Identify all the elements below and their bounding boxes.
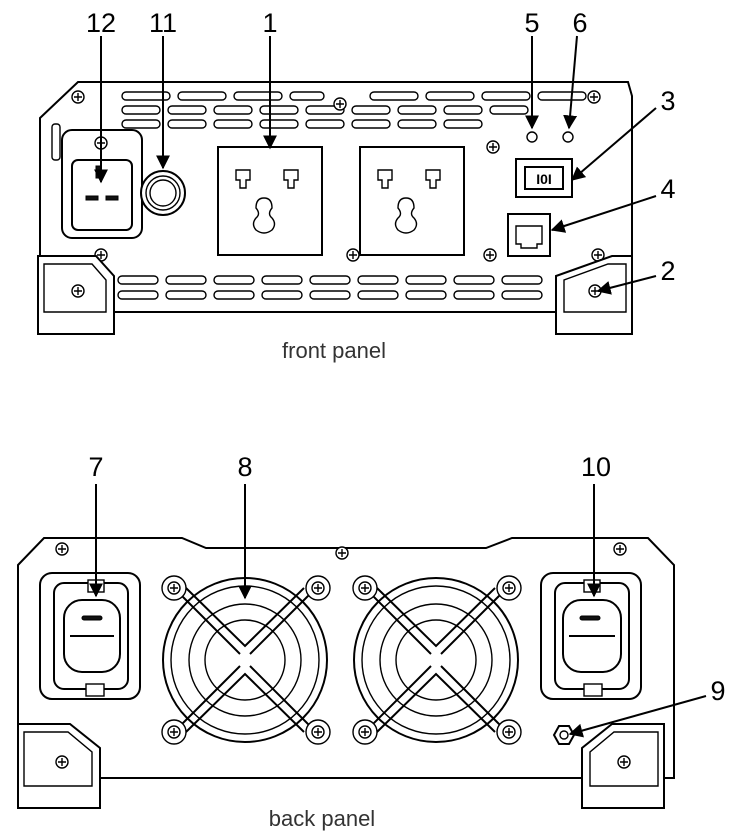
screw-icon <box>335 546 349 560</box>
mounting-foot-icon <box>581 723 665 809</box>
callout-1: 1 <box>262 8 277 38</box>
callout-6: 6 <box>572 8 587 38</box>
screw-icon <box>346 248 360 262</box>
callout-5: 5 <box>524 8 539 38</box>
callout-4: 4 <box>660 174 675 204</box>
power-switch-icon[interactable]: I0I <box>515 158 573 198</box>
screw-icon <box>71 90 85 104</box>
callout-8: 8 <box>237 452 252 482</box>
callout-7: 7 <box>88 452 103 482</box>
callout-10: 10 <box>581 452 611 482</box>
led-indicator-icon <box>526 131 538 143</box>
side-clip <box>51 123 61 161</box>
universal-outlet-icon <box>359 146 465 256</box>
dc-terminal-icon <box>540 572 642 700</box>
callout-3: 3 <box>660 86 675 116</box>
mounting-foot-icon <box>17 723 101 809</box>
front-panel-caption: front panel <box>282 338 386 363</box>
screw-icon <box>333 97 347 111</box>
screw-icon <box>587 90 601 104</box>
front-panel: I0I 12 11 <box>37 8 676 363</box>
callout-9: 9 <box>710 676 725 706</box>
dc-terminal-icon <box>39 572 141 700</box>
callout-12: 12 <box>86 8 116 38</box>
fuse-holder-icon <box>140 170 186 216</box>
front-callout-arrows <box>94 35 657 295</box>
rj45-port-icon <box>507 213 551 257</box>
vent-slots-top <box>121 91 587 129</box>
callout-11: 11 <box>149 8 177 38</box>
callout-2: 2 <box>660 256 675 286</box>
back-panel-caption: back panel <box>269 806 375 831</box>
screw-icon <box>486 140 500 154</box>
screw-icon <box>483 248 497 262</box>
led-indicator-icon <box>562 131 574 143</box>
power-switch-label: I0I <box>536 171 552 187</box>
ground-terminal-icon <box>552 725 576 745</box>
screw-icon <box>613 542 627 556</box>
mounting-foot-icon <box>37 255 115 335</box>
vent-slots-bottom <box>117 275 543 300</box>
universal-outlet-icon <box>217 146 323 256</box>
back-callout-arrows <box>89 484 707 738</box>
back-panel: 7 8 10 9 back panel <box>17 452 726 831</box>
screw-icon <box>55 542 69 556</box>
cooling-fan-icon <box>352 575 522 745</box>
cooling-fan-icon <box>161 575 331 745</box>
ac-power-inlet-icon <box>61 129 143 239</box>
